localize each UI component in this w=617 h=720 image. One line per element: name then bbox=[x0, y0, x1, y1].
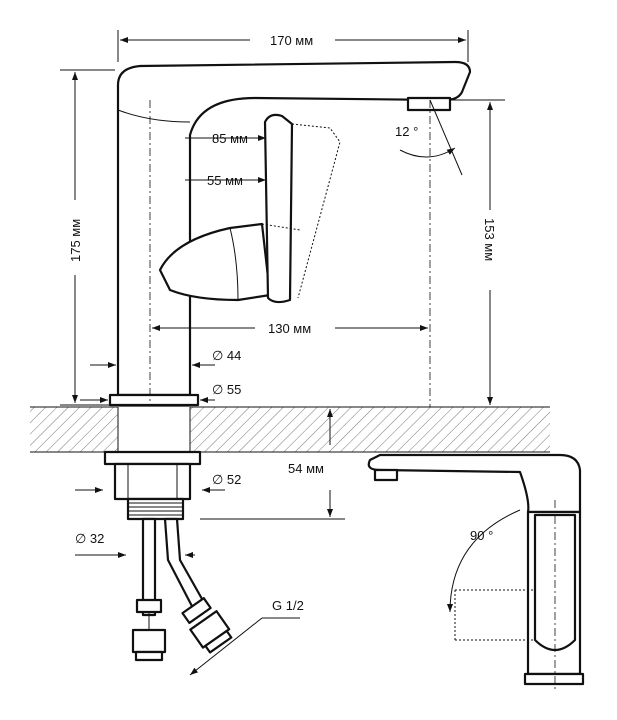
dim-lever-offset: 55 мм bbox=[207, 173, 243, 188]
dim-under-counter: 54 мм bbox=[288, 461, 324, 476]
dim-spout-height: 153 мм bbox=[482, 218, 497, 261]
dim-spout-angle: 12 ° bbox=[395, 124, 418, 139]
dim-thread-diameter: ∅ 32 bbox=[75, 531, 104, 546]
dim-lever-reach: 85 мм bbox=[212, 131, 248, 146]
dim-total-length: 170 мм bbox=[270, 33, 313, 48]
countertop bbox=[30, 406, 550, 453]
dim-spout-reach: 130 мм bbox=[268, 321, 311, 336]
dim-total-height: 175 мм bbox=[68, 219, 83, 262]
dim-base-diameter: ∅ 55 bbox=[212, 382, 241, 397]
dimension-lines bbox=[60, 30, 505, 676]
faucet-side-view bbox=[367, 453, 585, 690]
dim-body-diameter: ∅ 44 bbox=[212, 348, 241, 363]
dim-hose-thread: G 1/2 bbox=[272, 598, 304, 613]
mounting-hardware bbox=[103, 450, 233, 662]
faucet-front-view bbox=[108, 60, 472, 407]
dim-nut-diameter: ∅ 52 bbox=[212, 472, 241, 487]
dim-swivel-angle: 90 ° bbox=[470, 528, 493, 543]
